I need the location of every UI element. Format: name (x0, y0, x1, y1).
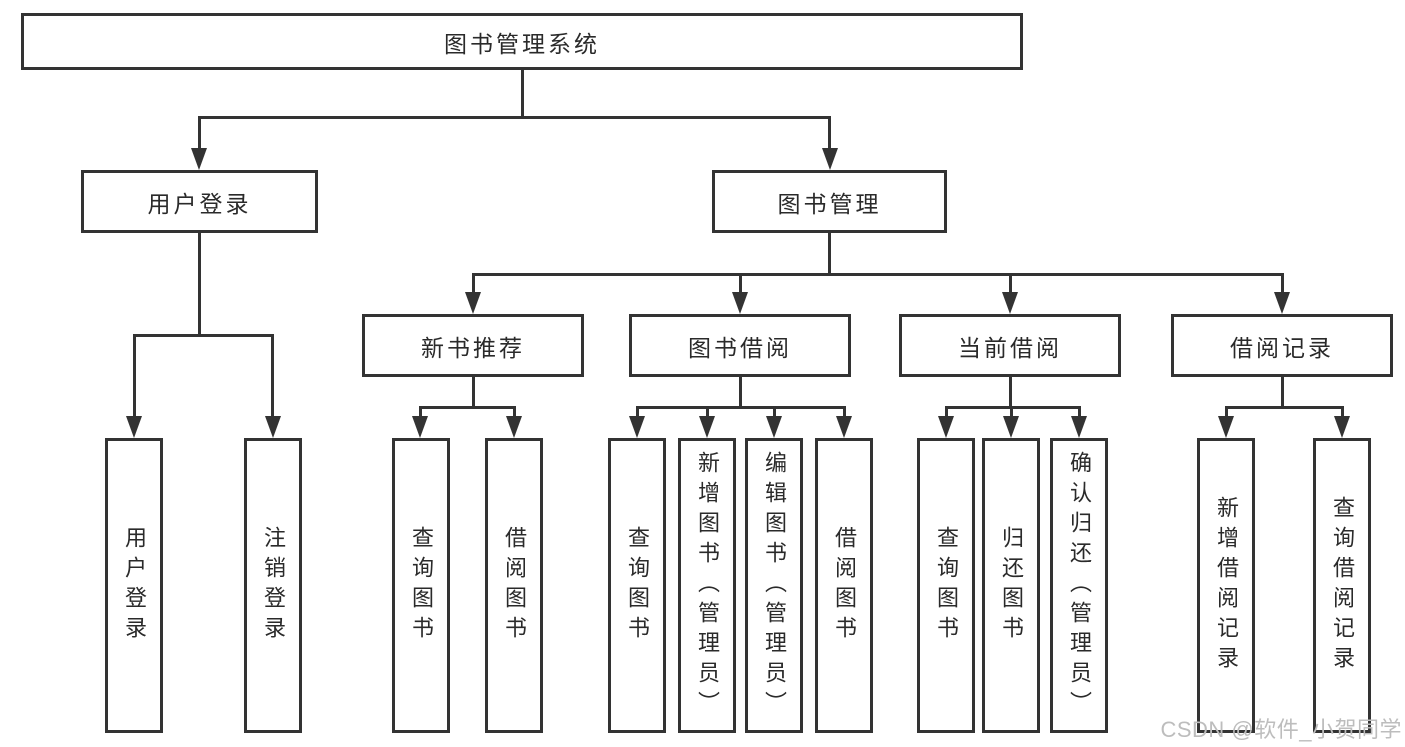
connector-line-horizontal (635, 406, 846, 409)
node-book-borrowing-label: 图书借阅 (688, 334, 792, 361)
arrowhead-down-icon (1071, 416, 1087, 438)
leaf-add-books-admin: 新增图书（管理员） (678, 438, 736, 733)
leaf-user-login-label: 用户登录 (122, 525, 147, 646)
arrowhead-down-icon (1274, 292, 1290, 314)
arrow-stem-line (772, 406, 776, 418)
arrowhead-down-icon (699, 416, 715, 438)
leaf-user-login: 用户登录 (105, 438, 163, 733)
connector-line-vertical (1280, 377, 1284, 409)
leaf-add-borrow-record: 新增借阅记录 (1197, 438, 1255, 733)
connector-line-vertical (738, 377, 742, 409)
leaf-edit-books-admin-label: 编辑图书（管理员） (762, 450, 787, 721)
connector-line-horizontal (1224, 406, 1344, 409)
arrowhead-down-icon (1218, 416, 1234, 438)
connector-line-horizontal (418, 406, 516, 409)
arrowhead-down-icon (264, 416, 281, 438)
arrow-stem-line (828, 116, 831, 150)
leaf-borrow-books-label: 借阅图书 (832, 525, 857, 646)
leaf-borrow-books-label: 借阅图书 (502, 525, 527, 646)
leaf-edit-books-admin: 编辑图书（管理员） (745, 438, 803, 733)
node-user-login-label: 用户登录 (147, 190, 252, 217)
arrow-stem-line (1280, 273, 1284, 294)
arrow-stem-line (635, 406, 639, 418)
arrowhead-down-icon (766, 416, 782, 438)
node-library-system-label: 图书管理系统 (444, 30, 600, 57)
connector-line-vertical (471, 377, 475, 409)
node-borrowing-records-label: 借阅记录 (1230, 334, 1334, 361)
node-book-management-label: 图书管理 (777, 190, 882, 217)
arrow-stem-line (1009, 406, 1013, 418)
connector-line-vertical (828, 233, 831, 276)
arrow-stem-line (1224, 406, 1228, 418)
node-current-borrowing-label: 当前借阅 (958, 334, 1062, 361)
connector-line-horizontal (944, 406, 1081, 409)
connector-line-vertical (197, 233, 201, 337)
arrowhead-down-icon (465, 292, 481, 314)
connector-line-horizontal (132, 334, 274, 337)
connector-line-horizontal (471, 273, 1284, 276)
leaf-query-books-label: 查询图书 (934, 525, 959, 646)
leaf-query-books-label: 查询图书 (409, 525, 434, 646)
arrow-stem-line (738, 273, 742, 294)
node-current-borrowing: 当前借阅 (899, 314, 1121, 377)
arrowhead-down-icon (938, 416, 954, 438)
node-book-management: 图书管理 (712, 170, 947, 233)
leaf-query-books-label: 查询图书 (625, 525, 650, 646)
arrowhead-down-icon (1334, 416, 1350, 438)
arrowhead-down-icon (1003, 416, 1019, 438)
leaf-borrow-books: 借阅图书 (485, 438, 543, 733)
arrow-stem-line (1008, 273, 1012, 294)
arrow-stem-line (132, 334, 136, 418)
arrowhead-down-icon (412, 416, 428, 438)
arrowhead-down-icon (836, 416, 852, 438)
arrowhead-down-icon (1002, 292, 1018, 314)
leaf-logout: 注销登录 (244, 438, 302, 733)
leaf-borrow-books: 借阅图书 (815, 438, 873, 733)
arrowhead-down-icon (506, 416, 522, 438)
node-borrowing-records: 借阅记录 (1171, 314, 1393, 377)
node-library-system: 图书管理系统 (21, 13, 1023, 70)
leaf-add-borrow-record-label: 新增借阅记录 (1214, 495, 1239, 676)
arrowhead-down-icon (821, 148, 838, 170)
arrowhead-down-icon (629, 416, 645, 438)
arrowhead-down-icon (126, 416, 142, 438)
connector-line-vertical (520, 70, 524, 118)
arrowhead-down-icon (191, 148, 207, 170)
arrow-stem-line (1077, 406, 1081, 418)
leaf-confirm-return-admin-label: 确认归还（管理员） (1067, 450, 1092, 721)
watermark: CSDN @软件_小贺同学 (1160, 717, 1402, 742)
arrow-stem-line (271, 334, 274, 418)
arrow-stem-line (1340, 406, 1344, 418)
leaf-return-books-label: 归还图书 (999, 525, 1024, 646)
arrowhead-down-icon (732, 292, 748, 314)
leaf-query-borrow-record: 查询借阅记录 (1313, 438, 1371, 733)
arrow-stem-line (842, 406, 846, 418)
node-new-book-recommendation-label: 新书推荐 (421, 334, 525, 361)
leaf-add-books-admin-label: 新增图书（管理员） (695, 450, 720, 721)
arrow-stem-line (705, 406, 709, 418)
connector-line-horizontal (197, 116, 831, 119)
connector-line-vertical (1008, 377, 1012, 409)
arrow-stem-line (418, 406, 422, 418)
node-new-book-recommendation: 新书推荐 (362, 314, 584, 377)
leaf-query-books: 查询图书 (392, 438, 450, 733)
arrow-stem-line (471, 273, 475, 294)
leaf-query-books: 查询图书 (917, 438, 975, 733)
leaf-confirm-return-admin: 确认归还（管理员） (1050, 438, 1108, 733)
node-user-login: 用户登录 (81, 170, 318, 233)
leaf-query-books: 查询图书 (608, 438, 666, 733)
arrow-stem-line (197, 116, 201, 150)
leaf-return-books: 归还图书 (982, 438, 1040, 733)
node-book-borrowing: 图书借阅 (629, 314, 851, 377)
leaf-logout-label: 注销登录 (261, 525, 286, 646)
leaf-query-borrow-record-label: 查询借阅记录 (1330, 495, 1355, 676)
arrow-stem-line (512, 406, 516, 418)
arrow-stem-line (944, 406, 948, 418)
